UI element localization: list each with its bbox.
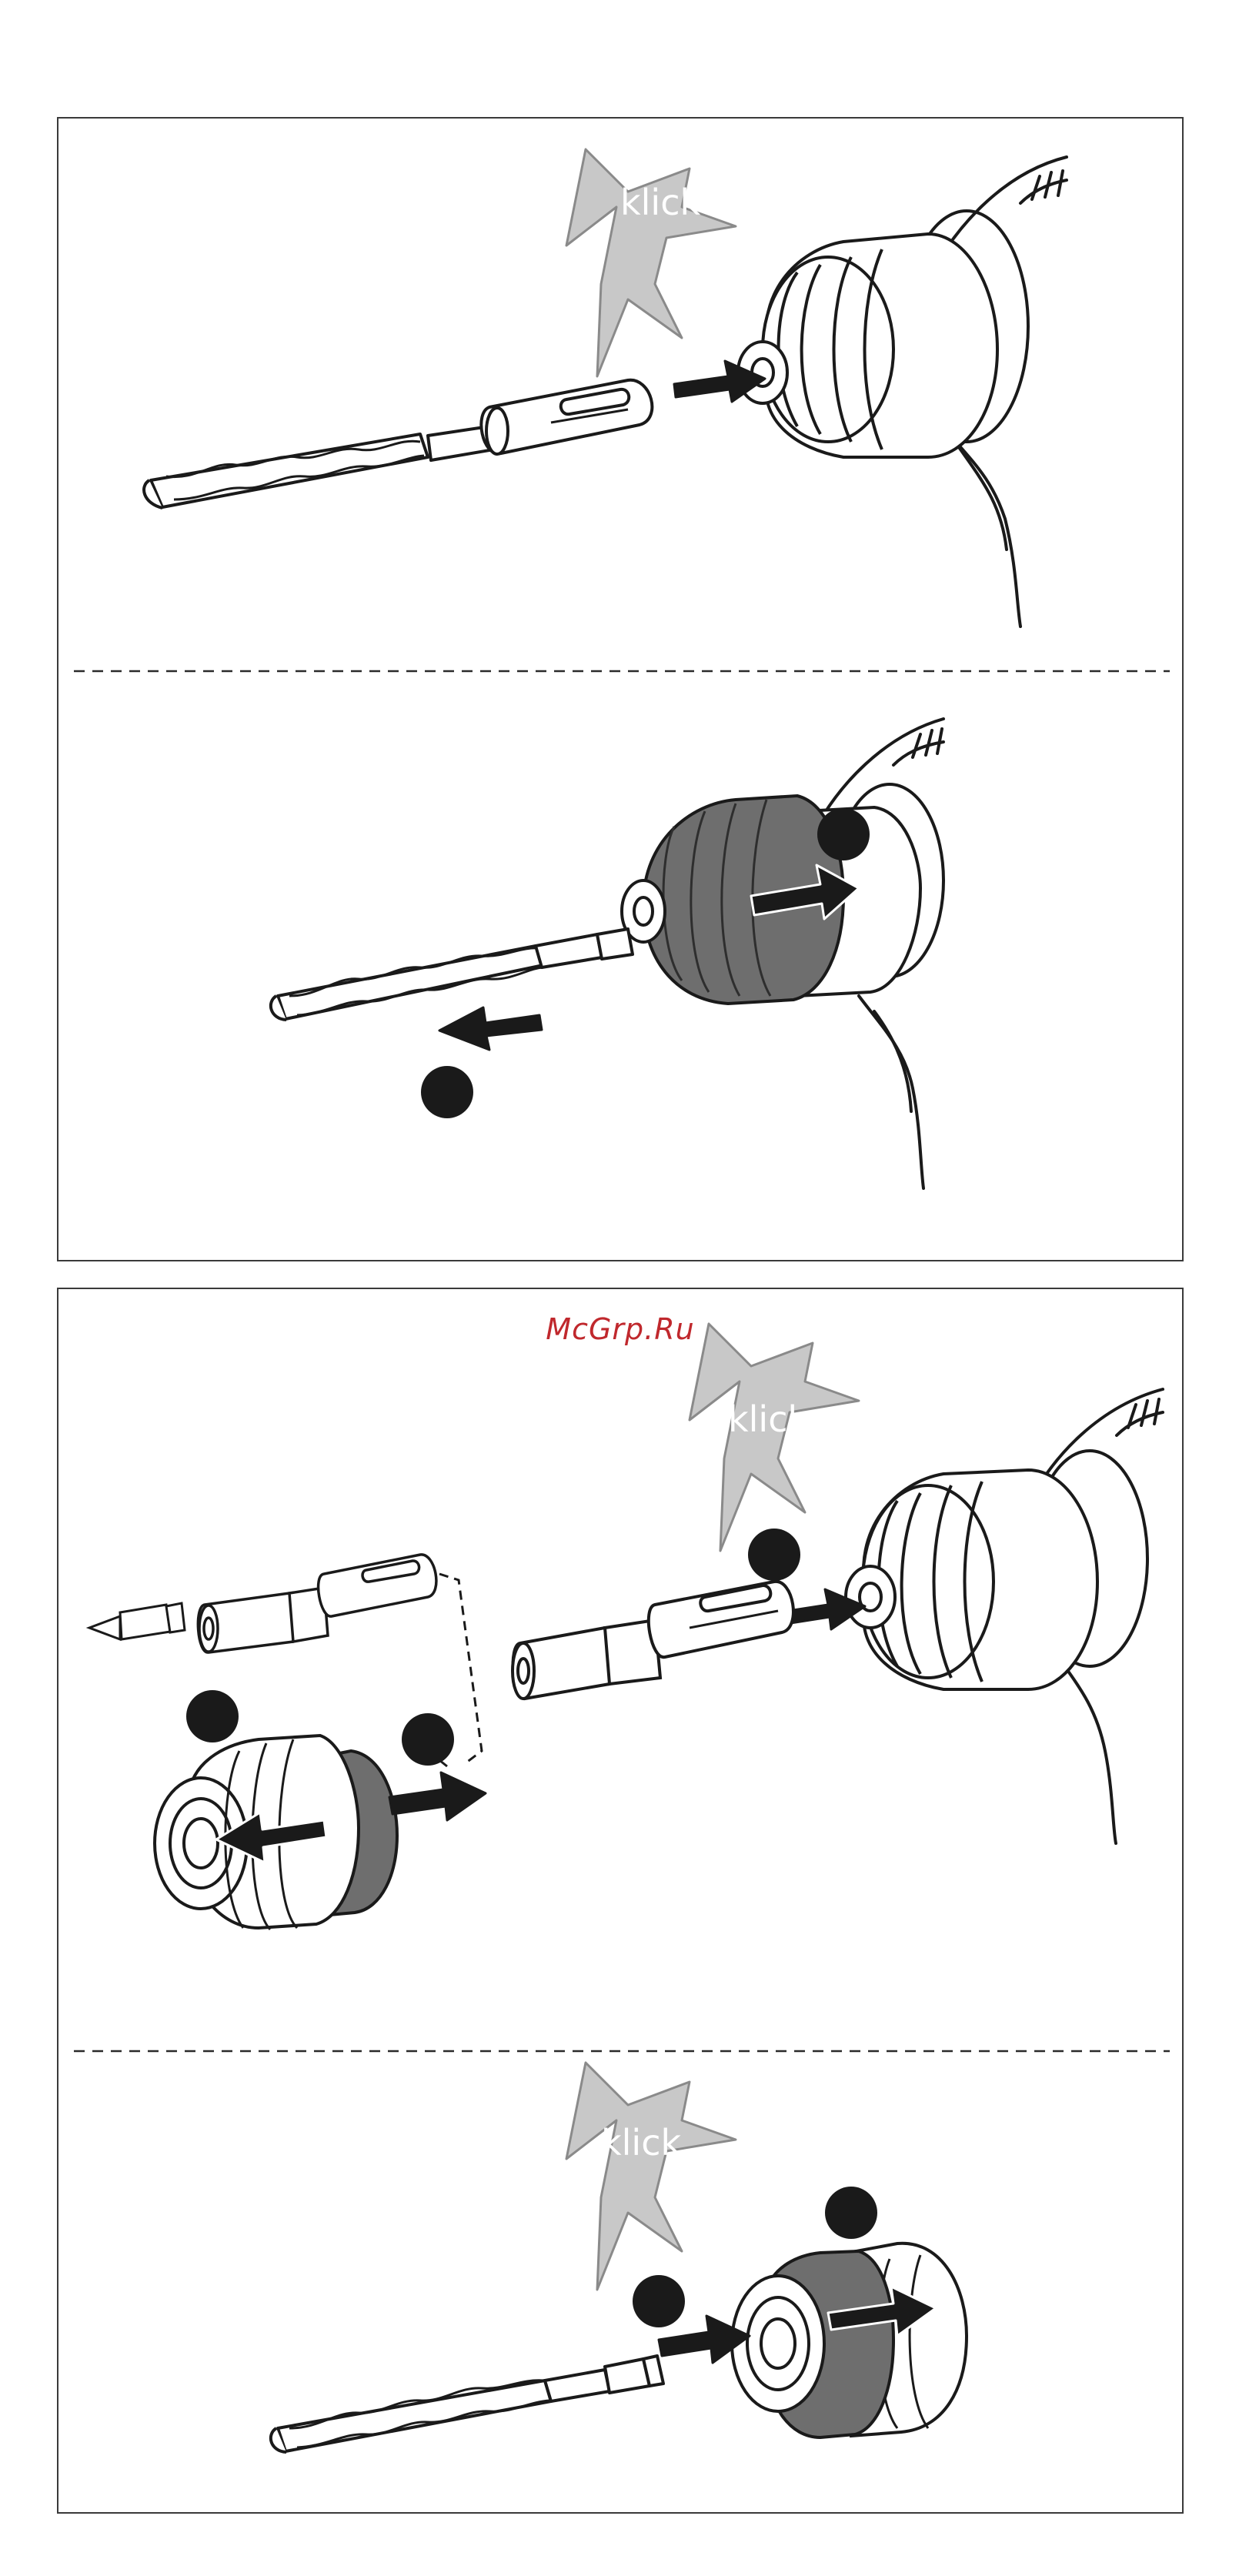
bit-adapter-icon — [198, 1555, 436, 1652]
step-marker-icon — [186, 1690, 239, 1742]
step-marker-icon — [817, 808, 870, 860]
remove-arrow-icon — [439, 1007, 542, 1050]
klick-label: klick — [601, 2122, 681, 2163]
drill-bit-icon — [271, 929, 633, 1020]
klick-label: klick — [620, 182, 700, 223]
step-marker-icon — [825, 2187, 877, 2239]
step-marker-icon — [402, 1713, 454, 1766]
klick-label: klick — [728, 1398, 808, 1440]
panel-top-drawing: klick — [58, 119, 1185, 1263]
fig-4: klick — [271, 2063, 967, 2452]
sds-drill-bit-icon — [144, 380, 652, 508]
fig-2 — [271, 719, 943, 1188]
step-marker-icon — [633, 2275, 685, 2327]
panel-bottom-drawing: klick — [58, 1289, 1185, 2515]
fig-3: klick — [89, 1324, 1163, 1929]
klick-starburst-icon: klick — [566, 2063, 736, 2290]
step-marker-icon — [421, 1066, 473, 1118]
fig-1: klick — [144, 149, 1067, 626]
step-marker-icon — [748, 1529, 800, 1581]
quick-chuck-icon — [732, 2244, 967, 2437]
drill-chuck-icon — [846, 1470, 1097, 1689]
insert-arrow-icon — [389, 1772, 486, 1820]
illustration-panel-top: klick — [57, 117, 1184, 1261]
illustration-panel-bottom: McGrp.Ru — [57, 1288, 1184, 2514]
klick-starburst-icon: klick — [690, 1324, 859, 1551]
klick-starburst-icon: klick — [566, 149, 736, 376]
screwdriver-bit-icon — [89, 1603, 185, 1639]
drill-chuck-icon — [738, 234, 997, 457]
drill-bit-icon — [271, 2356, 663, 2452]
bit-adapter-icon — [513, 1582, 793, 1699]
